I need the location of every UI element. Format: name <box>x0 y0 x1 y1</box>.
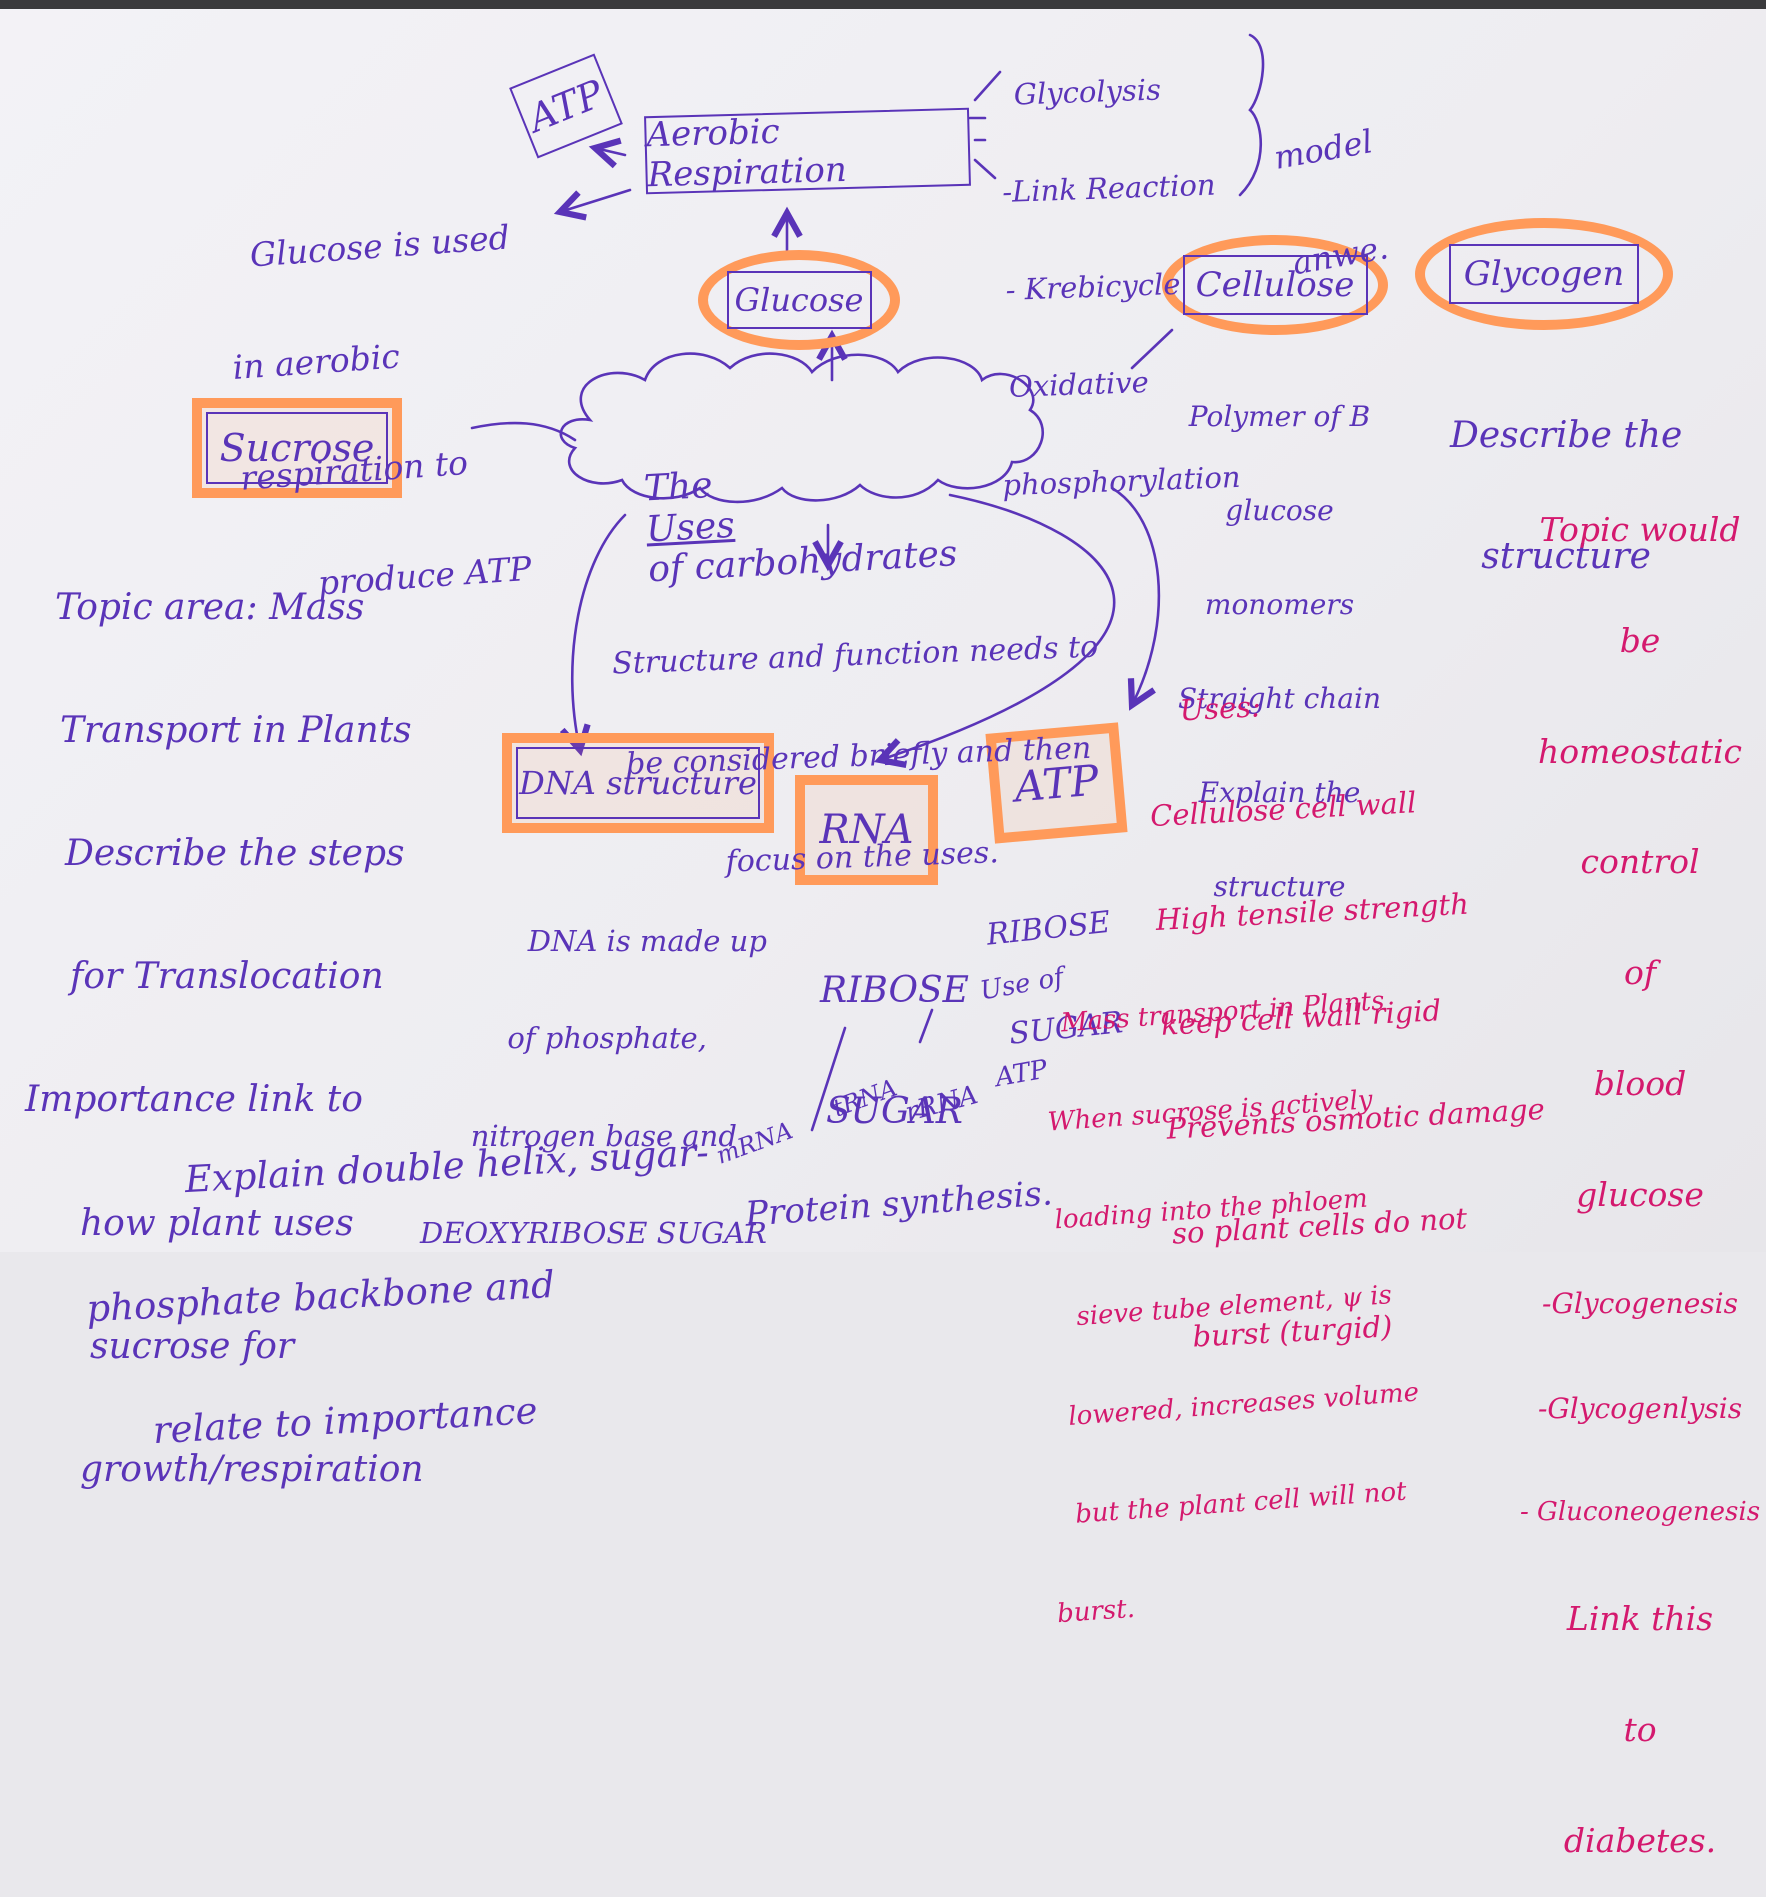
glycogen-topic-line: Topic would <box>1539 509 1741 549</box>
glycogen-note-line: Describe the <box>1450 414 1683 456</box>
center-title-pre: The <box>642 465 714 510</box>
glucose-note-line: Glucose is used <box>248 217 511 275</box>
glycogen-topic-line: to <box>1623 1710 1657 1750</box>
dna-note-line: nitrogen base and <box>470 1118 737 1153</box>
arrow-cloud-to-dna <box>559 513 627 757</box>
stage-line: Glycolysis <box>1013 72 1162 112</box>
sucrose-note-line: Transport in Plants <box>60 710 412 752</box>
dna-explain-line: Explain double helix, sugar- <box>183 1130 710 1201</box>
glycogen-topic-line: blood <box>1593 1064 1687 1104</box>
glycogen-topic-line: Link this <box>1566 1599 1714 1639</box>
cloud-outline <box>559 352 1044 504</box>
center-title: The Uses of carbohydrates <box>618 413 958 591</box>
glycogen-topic-line: control <box>1580 842 1700 882</box>
table-edge <box>0 0 1766 9</box>
sucrose-note-line: Topic area: Mass <box>55 587 365 629</box>
center-note-line: Structure and function needs to <box>611 629 1099 682</box>
sucrose-note-line: for Translocation <box>70 956 384 998</box>
arrow-aerobic-to-note <box>553 188 632 221</box>
rna-sugar-line: RIBOSE <box>820 969 969 1011</box>
glucose-node: Glucose <box>726 271 872 329</box>
sucrose-note-line: Describe the steps <box>65 833 405 875</box>
mass-transport-note: Mass transport in Plants When sucrose is… <box>1035 919 1436 1662</box>
glycogen-topic-line: -Glycogenesis <box>1542 1286 1738 1320</box>
model-answer-line: model <box>1271 121 1376 177</box>
aerobic-respiration-label: Aerobic Respiration <box>646 111 848 196</box>
glycogen-label: Glycogen <box>1463 254 1625 294</box>
rna-label: RNA <box>819 807 914 853</box>
center-note-line: be considered briefly and then <box>625 730 1092 783</box>
rna-node: RNA <box>795 775 938 885</box>
dna-note: DNA is made up of phosphate, nitrogen ba… <box>420 860 767 1282</box>
glycogen-topic-line: - Gluconeogenesis <box>1520 1497 1761 1528</box>
dna-note-line: DEOXYRIBOSE SUGAR <box>420 1216 767 1251</box>
rna-sugar-note: RIBOSE SUGAR <box>820 890 969 1172</box>
curly-brace <box>1238 33 1265 197</box>
cellulose-uses-line: Uses: <box>1178 688 1262 728</box>
glycogen-topic-line: be <box>1619 620 1661 660</box>
mass-transport-line: but the plant cell will not <box>1074 1476 1408 1530</box>
dna-note-line: of phosphate, <box>507 1021 707 1056</box>
mass-transport-line: Mass transport in Plants <box>1059 985 1386 1039</box>
dna-inner-box: DNA structure <box>516 747 760 819</box>
sucrose-label: Sucrose <box>219 426 375 470</box>
dna-explain-note: Explain double helix, sugar- phosphate b… <box>75 1049 725 1496</box>
mass-transport-line: When sucrose is actively <box>1046 1084 1374 1138</box>
cellulose-note-line: Straight chain <box>1178 681 1381 715</box>
dna-structure-node: DNA structure <box>502 733 774 833</box>
glycogen-topic-line: of <box>1623 953 1657 993</box>
center-title-underlined: Uses <box>645 504 736 551</box>
line-cloud-to-cellulose <box>1130 328 1174 370</box>
arrow-cloud-to-rna <box>873 493 1116 768</box>
glucose-note-line: in aerobic <box>231 336 401 387</box>
cellulose-ring: Cellulose <box>1162 235 1388 335</box>
mass-transport-line: sieve tube element, ψ is <box>1075 1280 1393 1333</box>
paper-sheet <box>0 0 1766 1252</box>
glycogen-topic-line: diabetes. <box>1563 1821 1717 1861</box>
rna-type-lines <box>810 1008 934 1132</box>
sucrose-inner-box: Sucrose <box>206 412 388 484</box>
cellulose-note-line: monomers <box>1204 587 1355 621</box>
glycogen-note: Describe the structure <box>1450 335 1682 617</box>
glycogen-note-line: structure <box>1481 535 1651 577</box>
rna-sugar-line: SUGAR <box>826 1090 963 1132</box>
sucrose-note-line: how plant uses <box>80 1202 354 1244</box>
arrow-aerobic-to-atp <box>588 137 627 169</box>
cellulose-uses-line: Cellulose cell wall <box>1149 785 1418 834</box>
dna-note-line: DNA is made up <box>527 923 767 958</box>
atp-top-label: ATP <box>522 71 610 141</box>
cellulose-note-line: glucose <box>1225 493 1334 527</box>
mass-transport-line: lowered, increases volume <box>1067 1377 1420 1432</box>
dna-structure-label: DNA structure <box>519 764 757 802</box>
glycogen-topic-note: Topic would be homeostatic control of bl… <box>1520 438 1760 1897</box>
mass-transport-line: burst. <box>1056 1593 1136 1630</box>
cellulose-note-line: Explain the <box>1198 776 1361 810</box>
aerobic-respiration-node: Aerobic Respiration <box>644 107 971 196</box>
glycogen-topic-line: -Glycogenlysis <box>1537 1392 1743 1426</box>
stage-line: - Krebicycle <box>1005 266 1181 307</box>
mass-transport-line: loading into the phloem <box>1053 1183 1369 1236</box>
cellulose-note: Polymer of B glucose monomers Straight c… <box>1178 338 1381 934</box>
glucose-ring: Glucose <box>698 250 900 350</box>
model-answer-line: anwe. <box>1289 228 1392 283</box>
cellulose-node: Cellulose <box>1182 255 1368 315</box>
sucrose-note-line: Importance link to <box>25 1079 363 1121</box>
glycogen-topic-line: glucose <box>1576 1175 1704 1215</box>
dna-explain-line: phosphate backbone and <box>85 1263 556 1331</box>
glycogen-ring: Glycogen <box>1415 218 1673 330</box>
dna-explain-line: relate to importance <box>151 1388 539 1452</box>
glycogen-topic-line: homeostatic <box>1538 731 1743 771</box>
cellulose-note-line: structure <box>1213 870 1346 904</box>
sucrose-node: Sucrose <box>192 398 402 498</box>
glucose-label: Glucose <box>734 281 864 319</box>
line-cloud-to-sucrose <box>470 421 577 442</box>
glucose-note-line: respiration to <box>239 442 470 498</box>
cellulose-label: Cellulose <box>1195 265 1355 305</box>
stage-line: -Link Reaction <box>1001 167 1217 210</box>
glycogen-node: Glycogen <box>1449 244 1639 304</box>
cellulose-note-line: Polymer of B <box>1188 399 1371 433</box>
arrow-cloud-to-cellulose-uses <box>1110 486 1161 711</box>
stage-brace-lines <box>968 70 1002 180</box>
